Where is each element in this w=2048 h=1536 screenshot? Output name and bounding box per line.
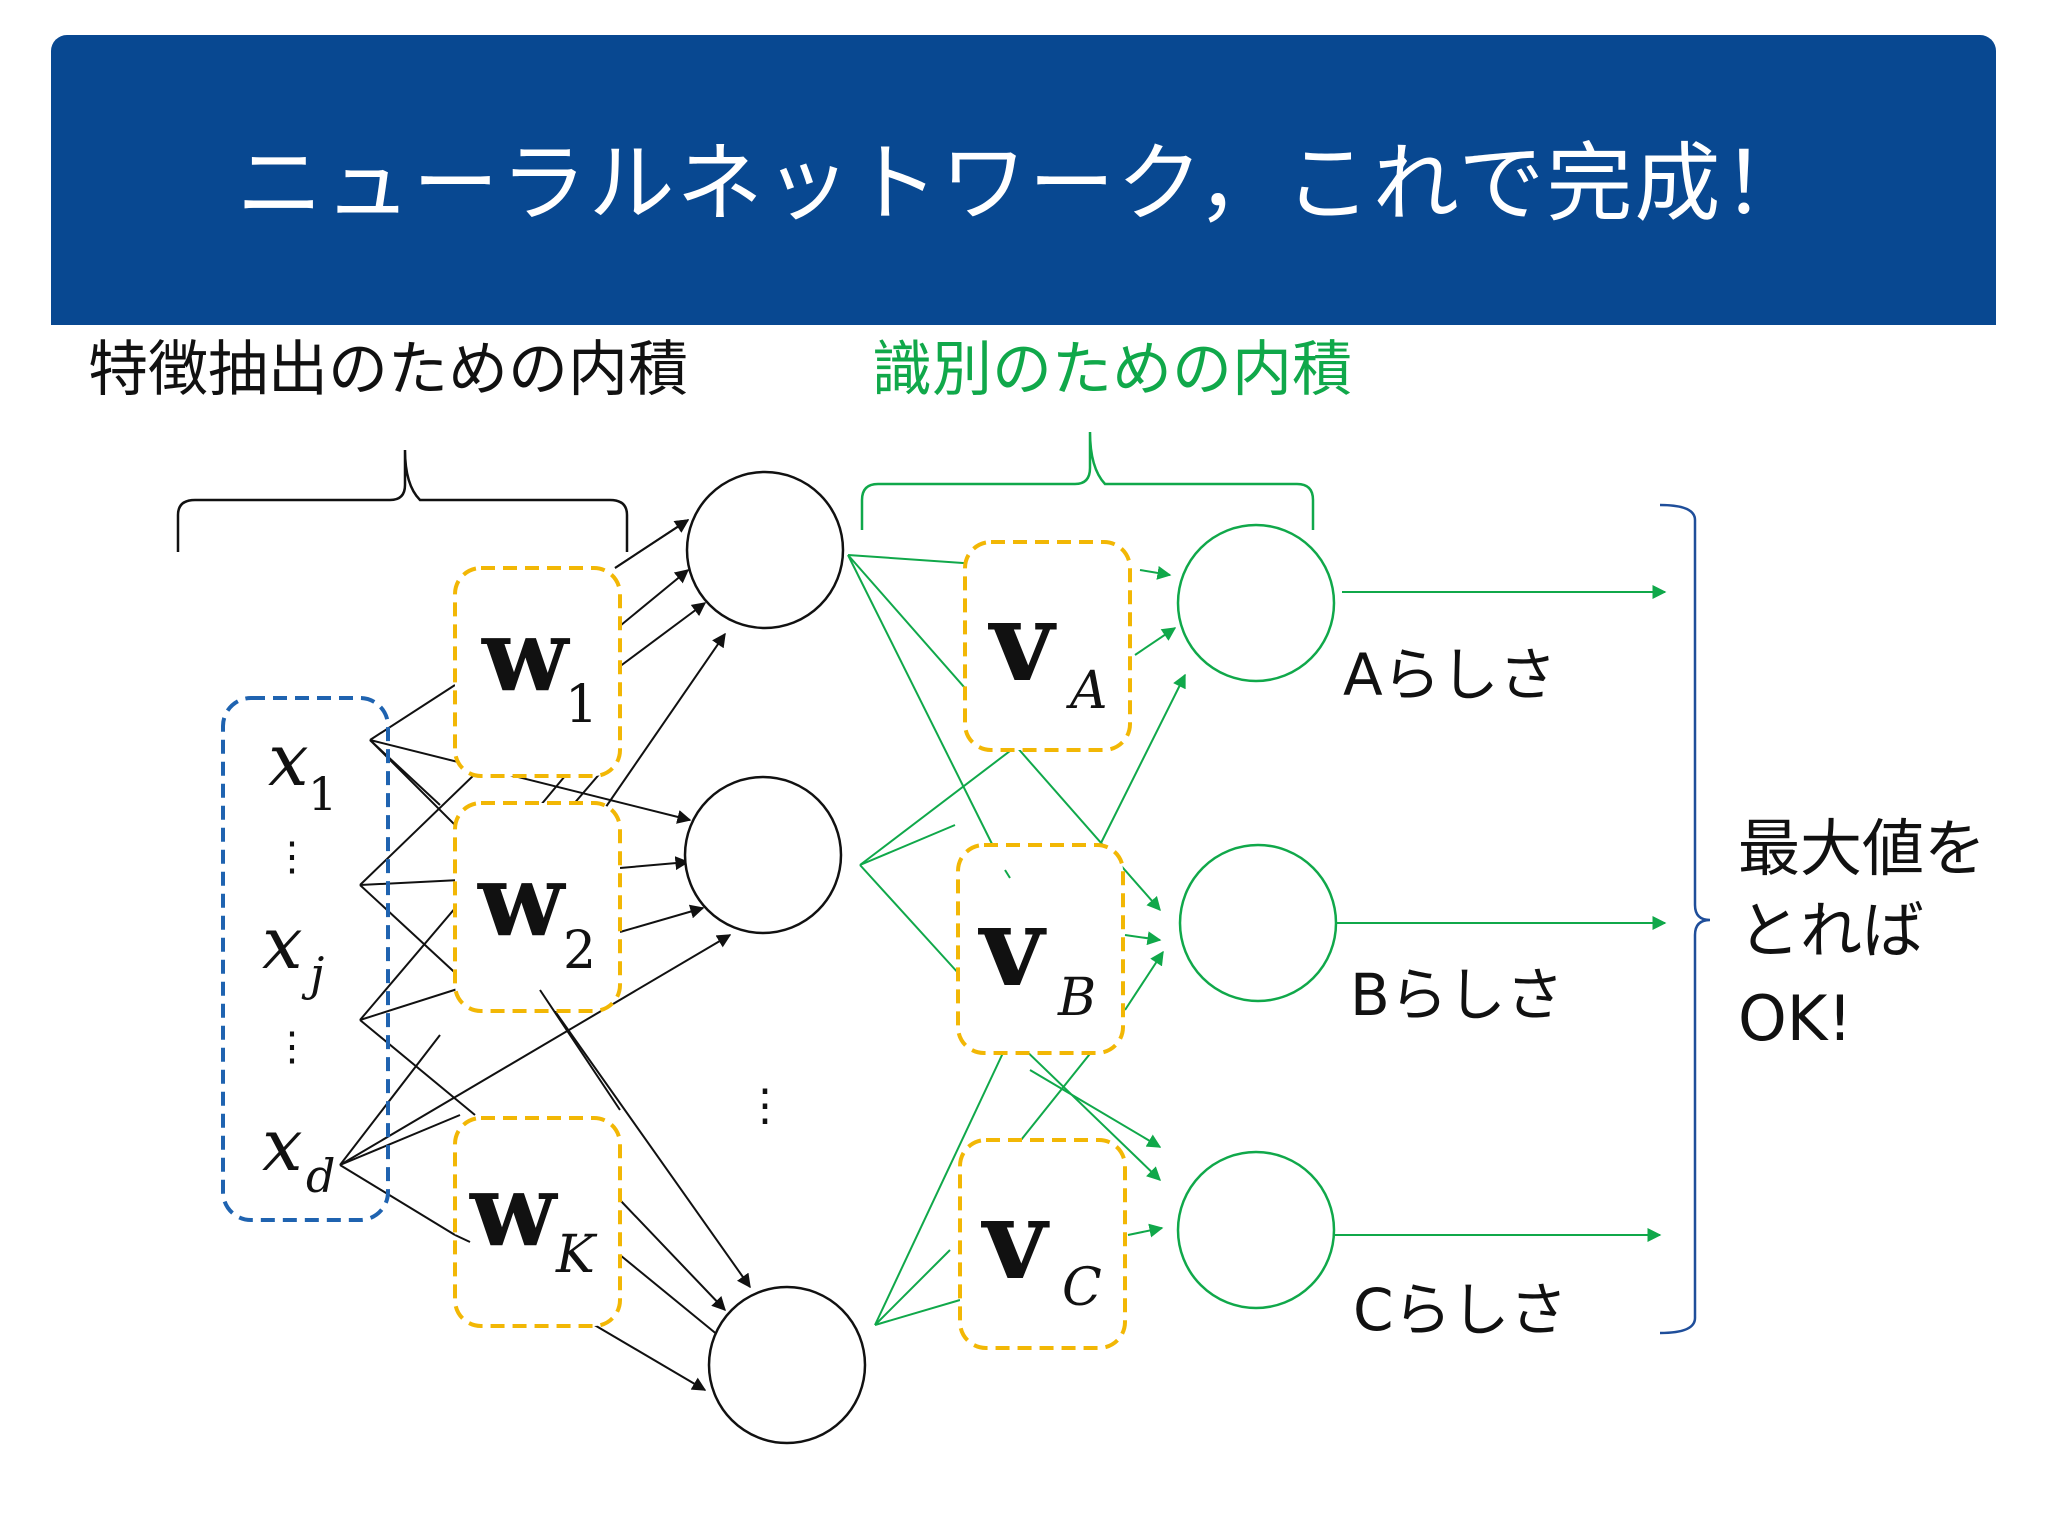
label-va-base: v xyxy=(988,577,1057,706)
input-vector-box xyxy=(221,696,390,1222)
label-w1: w 1 xyxy=(481,596,598,735)
label-w1-sub: 1 xyxy=(565,675,598,735)
output-label-c: Cらしさ xyxy=(1353,1276,1568,1344)
output-label-b: Bらしさ xyxy=(1350,961,1564,1029)
label-w2-sub: 2 xyxy=(563,921,596,981)
hidden-ellipsis: ⋮ xyxy=(743,1080,787,1131)
weight-box-va xyxy=(963,540,1132,752)
conclusion-line-3: OK! xyxy=(1738,982,1852,1055)
input-ellipsis-2: ⋮ xyxy=(272,1024,312,1070)
slide-title: ニューラルネットワーク，これで完成！ xyxy=(236,133,1811,234)
label-wk-base: w xyxy=(469,1151,559,1269)
output-label-a: Aらしさ xyxy=(1343,641,1557,709)
weight-box-vb xyxy=(956,843,1125,1055)
feature-brace xyxy=(176,449,629,552)
weight-box-wk xyxy=(453,1116,622,1328)
label-vb-base: v xyxy=(978,882,1047,1011)
label-w1-base: w xyxy=(481,596,571,714)
title-bar: ニューラルネットワーク，これで完成！ xyxy=(51,35,1996,325)
green-overlay-lines xyxy=(1004,869,1011,879)
label-wk-sub: K xyxy=(555,1225,598,1285)
conclusion-line-1: 最大値を xyxy=(1738,812,1986,885)
input-xd-sub: d xyxy=(306,1149,335,1203)
label-vb-sub: B xyxy=(1057,968,1096,1028)
hidden-neuron-k xyxy=(707,1285,867,1445)
label-w2: w 2 xyxy=(477,841,596,981)
label-vb: v B xyxy=(978,882,1096,1028)
input-ellipsis-1: ⋮ xyxy=(272,834,312,880)
label-vc-sub: C xyxy=(1062,1258,1102,1318)
weight-box-w2 xyxy=(453,801,622,1013)
input-xd: x d xyxy=(262,1103,335,1203)
input-xd-base: x xyxy=(262,1103,303,1187)
input-xj-base: x xyxy=(262,901,303,985)
label-vc: v C xyxy=(981,1175,1102,1318)
feature-extraction-label: 特徴抽出のための内積 xyxy=(88,335,688,405)
hidden-neuron-2 xyxy=(683,775,843,935)
overlay-lines xyxy=(454,519,690,1243)
weight-box-vc xyxy=(958,1138,1127,1350)
label-va-sub: A xyxy=(1066,661,1108,721)
hidden-neuron-1 xyxy=(685,470,845,630)
label-vc-base: v xyxy=(981,1175,1050,1304)
input-x1: x 1 xyxy=(268,718,337,821)
label-va: v A xyxy=(988,577,1108,721)
classification-label: 識別のための内積 xyxy=(872,335,1352,405)
input-x1-base: x xyxy=(268,718,309,802)
output-neuron-b xyxy=(1178,843,1338,1003)
conclusion-line-2: とれば xyxy=(1738,894,1924,967)
weight-box-w1 xyxy=(453,566,622,778)
output-neuron-c xyxy=(1176,1150,1336,1310)
input-x1-sub: 1 xyxy=(308,767,337,821)
classification-brace xyxy=(860,431,1315,530)
label-w2-base: w xyxy=(477,841,567,959)
output-neuron-a xyxy=(1176,523,1336,683)
label-wk: w K xyxy=(469,1151,598,1285)
input-xj: x j xyxy=(262,901,324,1001)
output-brace xyxy=(1659,503,1711,1335)
